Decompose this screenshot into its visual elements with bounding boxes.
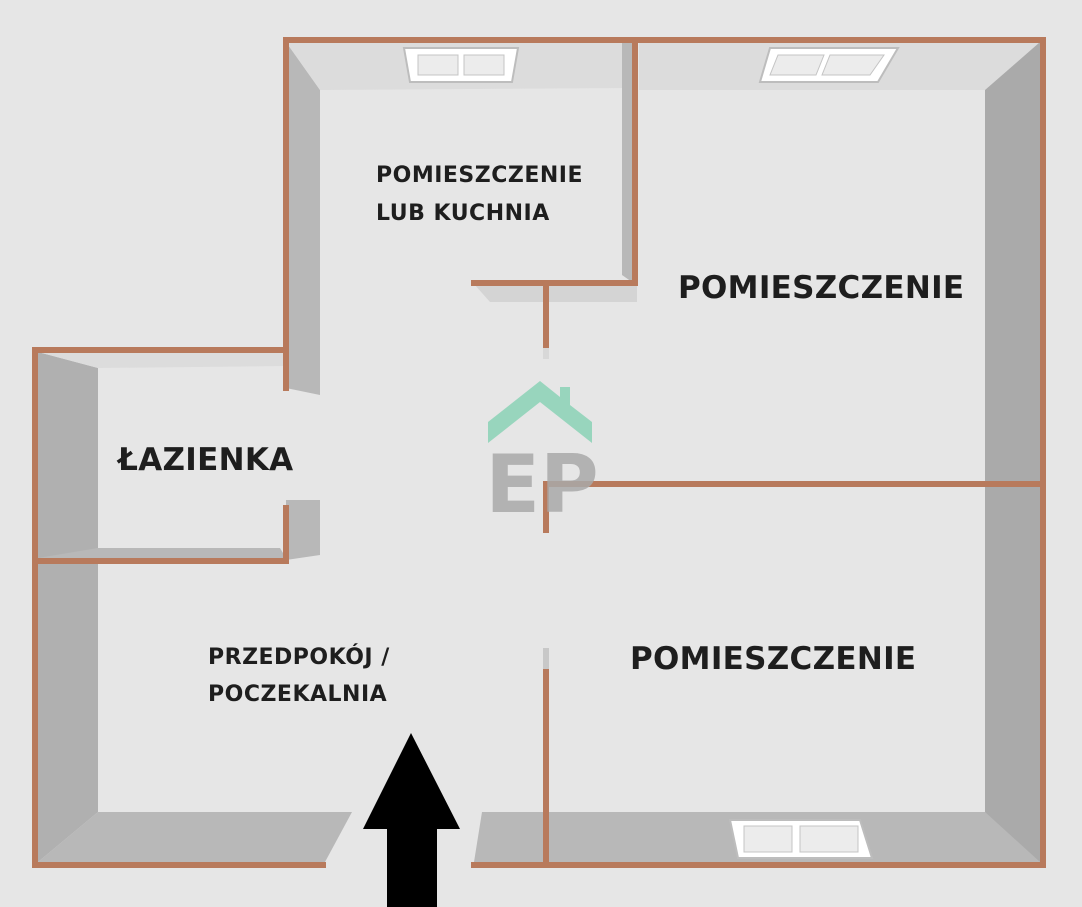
label-hallway-line1: PRZEDPOKÓJ / bbox=[208, 644, 390, 670]
outer-wall-left bbox=[32, 347, 326, 868]
label-room-bottom-right: POMIESZCZENIE bbox=[630, 641, 916, 677]
window-top-right bbox=[758, 47, 900, 83]
label-kitchen-line1: POMIESZCZENIE bbox=[376, 163, 583, 188]
door-jambs bbox=[543, 345, 549, 672]
window-top-left bbox=[402, 47, 520, 83]
logo-text: EP bbox=[485, 438, 598, 531]
house-roof-icon bbox=[488, 381, 592, 443]
label-bathroom: ŁAZIENKA bbox=[116, 442, 293, 478]
walls bbox=[32, 37, 1046, 868]
bathroom-wall bbox=[32, 505, 289, 564]
outer-wall-top bbox=[283, 37, 1046, 868]
label-room-top-right: POMIESZCZENIE bbox=[678, 270, 964, 306]
ep-logo: EP bbox=[485, 381, 599, 531]
entrance-arrow-icon bbox=[363, 733, 460, 907]
label-kitchen-line2: LUB KUCHNIA bbox=[376, 201, 550, 226]
label-hallway-line2: POCZEKALNIA bbox=[208, 682, 387, 707]
window-bottom bbox=[728, 819, 874, 859]
